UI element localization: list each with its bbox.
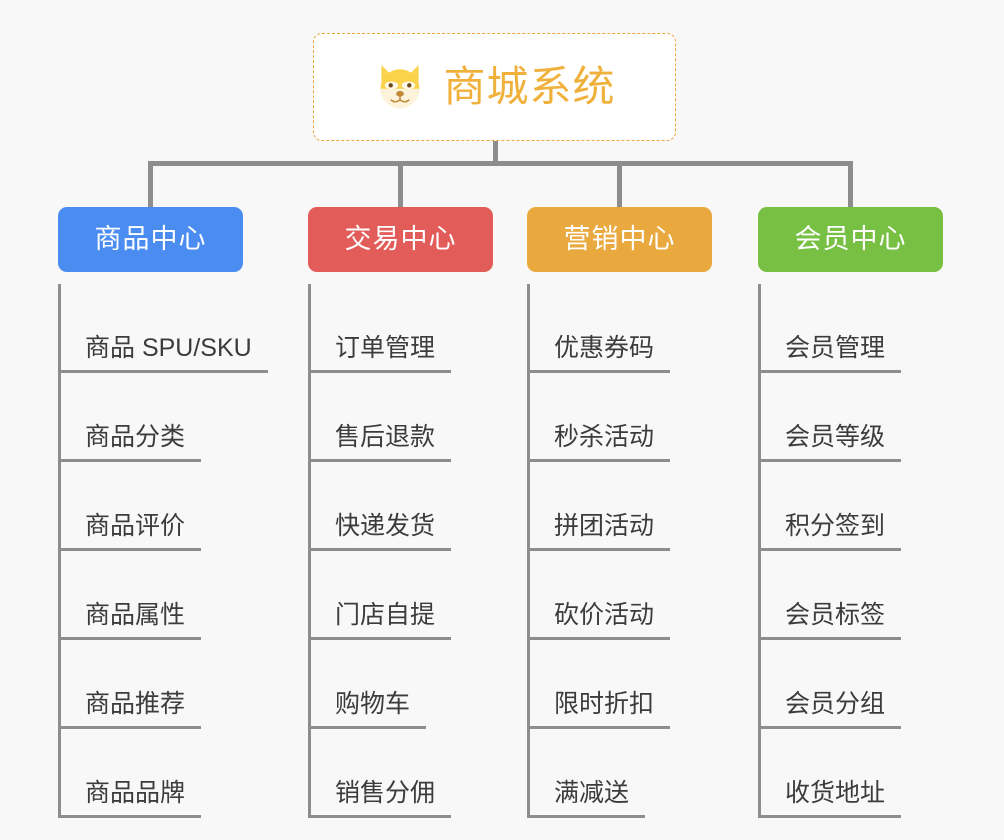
connector-horizontal-bus bbox=[148, 161, 853, 166]
list-item[interactable]: 商品评价 bbox=[61, 462, 268, 551]
list-item[interactable]: 售后退款 bbox=[311, 373, 493, 462]
leaf-label: 拼团活动 bbox=[530, 512, 671, 551]
list-item[interactable]: 购物车 bbox=[311, 640, 493, 729]
list-item[interactable]: 商品品牌 bbox=[61, 729, 268, 818]
list-item[interactable]: 积分签到 bbox=[761, 462, 943, 551]
list-item[interactable]: 优惠券码 bbox=[530, 284, 712, 373]
shiba-dog-face-icon bbox=[381, 65, 420, 109]
leaf-label: 秒杀活动 bbox=[530, 423, 671, 462]
leaf-label: 商品属性 bbox=[61, 601, 202, 640]
category-label: 营销中心 bbox=[563, 224, 676, 254]
leaf-label: 商品分类 bbox=[61, 423, 202, 462]
leaf-label: 商品评价 bbox=[61, 512, 202, 551]
category-header-product[interactable]: 商品中心 bbox=[58, 207, 243, 272]
list-item[interactable]: 砍价活动 bbox=[530, 551, 712, 640]
list-item[interactable]: 拼团活动 bbox=[530, 462, 712, 551]
category-column-product: 商品中心 商品 SPU/SKU 商品分类 商品评价 商品属性 商品推荐 商品品牌 bbox=[58, 207, 268, 818]
list-item[interactable]: 销售分佣 bbox=[311, 729, 493, 818]
leaf-label: 快递发货 bbox=[311, 512, 452, 551]
connector-drop-3 bbox=[617, 161, 622, 208]
leaf-list-trade: 订单管理 售后退款 快递发货 门店自提 购物车 销售分佣 bbox=[308, 284, 493, 818]
list-item[interactable]: 商品推荐 bbox=[61, 640, 268, 729]
leaf-label: 会员标签 bbox=[761, 601, 902, 640]
leaf-label: 销售分佣 bbox=[311, 779, 452, 818]
list-item[interactable]: 收货地址 bbox=[761, 729, 943, 818]
category-column-member: 会员中心 会员管理 会员等级 积分签到 会员标签 会员分组 收货地址 bbox=[758, 207, 943, 818]
leaf-label: 商品 SPU/SKU bbox=[61, 334, 268, 373]
root-title: 商城系统 bbox=[443, 63, 616, 110]
leaf-label: 会员管理 bbox=[761, 334, 902, 373]
leaf-label: 优惠券码 bbox=[530, 334, 671, 373]
leaf-label: 商品推荐 bbox=[61, 690, 202, 729]
leaf-list-member: 会员管理 会员等级 积分签到 会员标签 会员分组 收货地址 bbox=[758, 284, 943, 818]
category-header-trade[interactable]: 交易中心 bbox=[308, 207, 493, 272]
list-item[interactable]: 秒杀活动 bbox=[530, 373, 712, 462]
list-item[interactable]: 会员标签 bbox=[761, 551, 943, 640]
category-header-member[interactable]: 会员中心 bbox=[758, 207, 943, 272]
list-item[interactable]: 商品 SPU/SKU bbox=[61, 284, 268, 373]
leaf-label: 砍价活动 bbox=[530, 601, 671, 640]
list-item[interactable]: 限时折扣 bbox=[530, 640, 712, 729]
leaf-list-marketing: 优惠券码 秒杀活动 拼团活动 砍价活动 限时折扣 满减送 bbox=[527, 284, 712, 818]
leaf-label: 收货地址 bbox=[761, 779, 902, 818]
connector-drop-4 bbox=[848, 161, 853, 208]
list-item[interactable]: 会员等级 bbox=[761, 373, 943, 462]
leaf-label: 售后退款 bbox=[311, 423, 452, 462]
leaf-label: 限时折扣 bbox=[530, 690, 671, 729]
leaf-label: 满减送 bbox=[530, 779, 646, 818]
leaf-list-product: 商品 SPU/SKU 商品分类 商品评价 商品属性 商品推荐 商品品牌 bbox=[58, 284, 268, 818]
list-item[interactable]: 快递发货 bbox=[311, 462, 493, 551]
category-label: 商品中心 bbox=[94, 224, 207, 254]
list-item[interactable]: 满减送 bbox=[530, 729, 712, 818]
list-item[interactable]: 门店自提 bbox=[311, 551, 493, 640]
category-column-marketing: 营销中心 优惠券码 秒杀活动 拼团活动 砍价活动 限时折扣 满减送 bbox=[527, 207, 712, 818]
category-label: 交易中心 bbox=[344, 224, 457, 254]
leaf-label: 购物车 bbox=[311, 690, 427, 729]
connector-root-trunk bbox=[493, 141, 498, 165]
leaf-label: 积分签到 bbox=[761, 512, 902, 551]
root-node[interactable]: 商城系统 bbox=[313, 33, 676, 141]
leaf-label: 门店自提 bbox=[311, 601, 452, 640]
list-item[interactable]: 会员管理 bbox=[761, 284, 943, 373]
leaf-label: 会员分组 bbox=[761, 690, 902, 729]
leaf-label: 商品品牌 bbox=[61, 779, 202, 818]
list-item[interactable]: 订单管理 bbox=[311, 284, 493, 373]
connector-drop-1 bbox=[148, 161, 153, 208]
category-label: 会员中心 bbox=[794, 224, 907, 254]
category-column-trade: 交易中心 订单管理 售后退款 快递发货 门店自提 购物车 销售分佣 bbox=[308, 207, 493, 818]
list-item[interactable]: 商品属性 bbox=[61, 551, 268, 640]
leaf-label: 会员等级 bbox=[761, 423, 902, 462]
list-item[interactable]: 会员分组 bbox=[761, 640, 943, 729]
list-item[interactable]: 商品分类 bbox=[61, 373, 268, 462]
leaf-label: 订单管理 bbox=[311, 334, 452, 373]
connector-drop-2 bbox=[398, 161, 403, 208]
category-header-marketing[interactable]: 营销中心 bbox=[527, 207, 712, 272]
